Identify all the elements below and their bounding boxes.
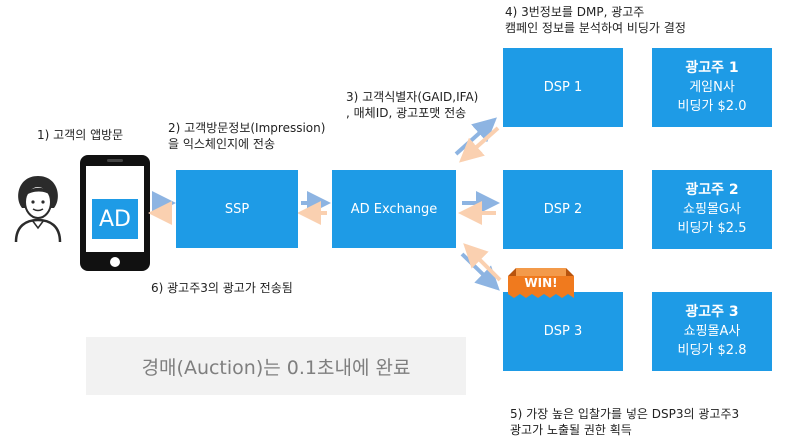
step-4-line1: 4) 3번정보를 DMP, 광고주 <box>505 5 645 19</box>
step-5-line2: 광고가 노출될 권한 획득 <box>510 423 632 437</box>
arrow-dsp1-to-exchange <box>459 126 500 163</box>
dsp2-box: DSP 2 <box>503 170 623 249</box>
step-2-line1: 2) 고객방문정보(Impression) <box>168 121 326 135</box>
advertiser-2-company: 쇼핑몰G사 <box>683 202 741 217</box>
step-6-label: 6) 광고주3의 광고가 전송됨 <box>151 281 293 295</box>
advertiser-3-bid: 비딩가 $2.8 <box>677 343 747 358</box>
advertiser-2-box: 광고주 2 쇼핑몰G사 비딩가 $2.5 <box>652 170 772 249</box>
user-avatar-icon <box>14 176 62 243</box>
step-4-line2: 캠페인 정보를 분석하여 비딩가 결정 <box>505 21 686 35</box>
arrow-dsp3-to-exchange <box>463 243 502 282</box>
step-1-label: 1) 고객의 앱방문 <box>37 128 124 142</box>
advertiser-1-company: 게임N사 <box>689 80 735 95</box>
advertiser-1-title: 광고주 1 <box>685 60 739 76</box>
step-3-line2: , 매체ID, 광고포맷 전송 <box>346 106 467 120</box>
win-badge-label: WIN! <box>524 276 558 290</box>
step-2-line2: 을 익스체인지에 전송 <box>168 137 275 151</box>
advertiser-3-title: 광고주 3 <box>685 304 739 320</box>
win-badge-shape <box>508 268 574 298</box>
advertiser-1-box: 광고주 1 게임N사 비딩가 $2.0 <box>652 48 772 127</box>
ssp-box: SSP <box>176 170 298 248</box>
advertiser-3-box: 광고주 3 쇼핑몰A사 비딩가 $2.8 <box>652 292 772 371</box>
ad-exchange-box: AD Exchange <box>332 170 456 248</box>
auction-summary: 경매(Auction)는 0.1초내에 완료 <box>86 337 466 395</box>
advertiser-3-company: 쇼핑몰A사 <box>683 324 741 339</box>
step-5-line1: 5) 가장 높은 입찰가를 넣은 DSP3의 광고주3 <box>510 407 740 421</box>
step-3-line1: 3) 고객식별자(GAID,IFA) <box>346 90 479 104</box>
dsp1-box: DSP 1 <box>503 48 623 127</box>
advertiser-2-bid: 비딩가 $2.5 <box>677 221 747 236</box>
advertiser-2-title: 광고주 2 <box>685 182 739 198</box>
smartphone-icon <box>80 155 150 271</box>
phone-ad-label: AD <box>99 206 131 232</box>
dsp3-box: DSP 3 <box>503 292 623 371</box>
advertiser-1-bid: 비딩가 $2.0 <box>677 99 747 114</box>
